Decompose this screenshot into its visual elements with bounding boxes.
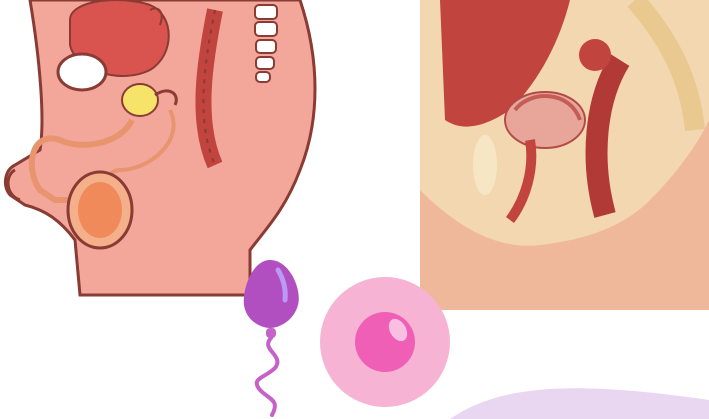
female-anatomy-illustration — [420, 0, 709, 310]
decorative-blob — [450, 380, 709, 419]
sperm-icon — [240, 250, 320, 419]
egg-cell-icon — [318, 275, 453, 410]
